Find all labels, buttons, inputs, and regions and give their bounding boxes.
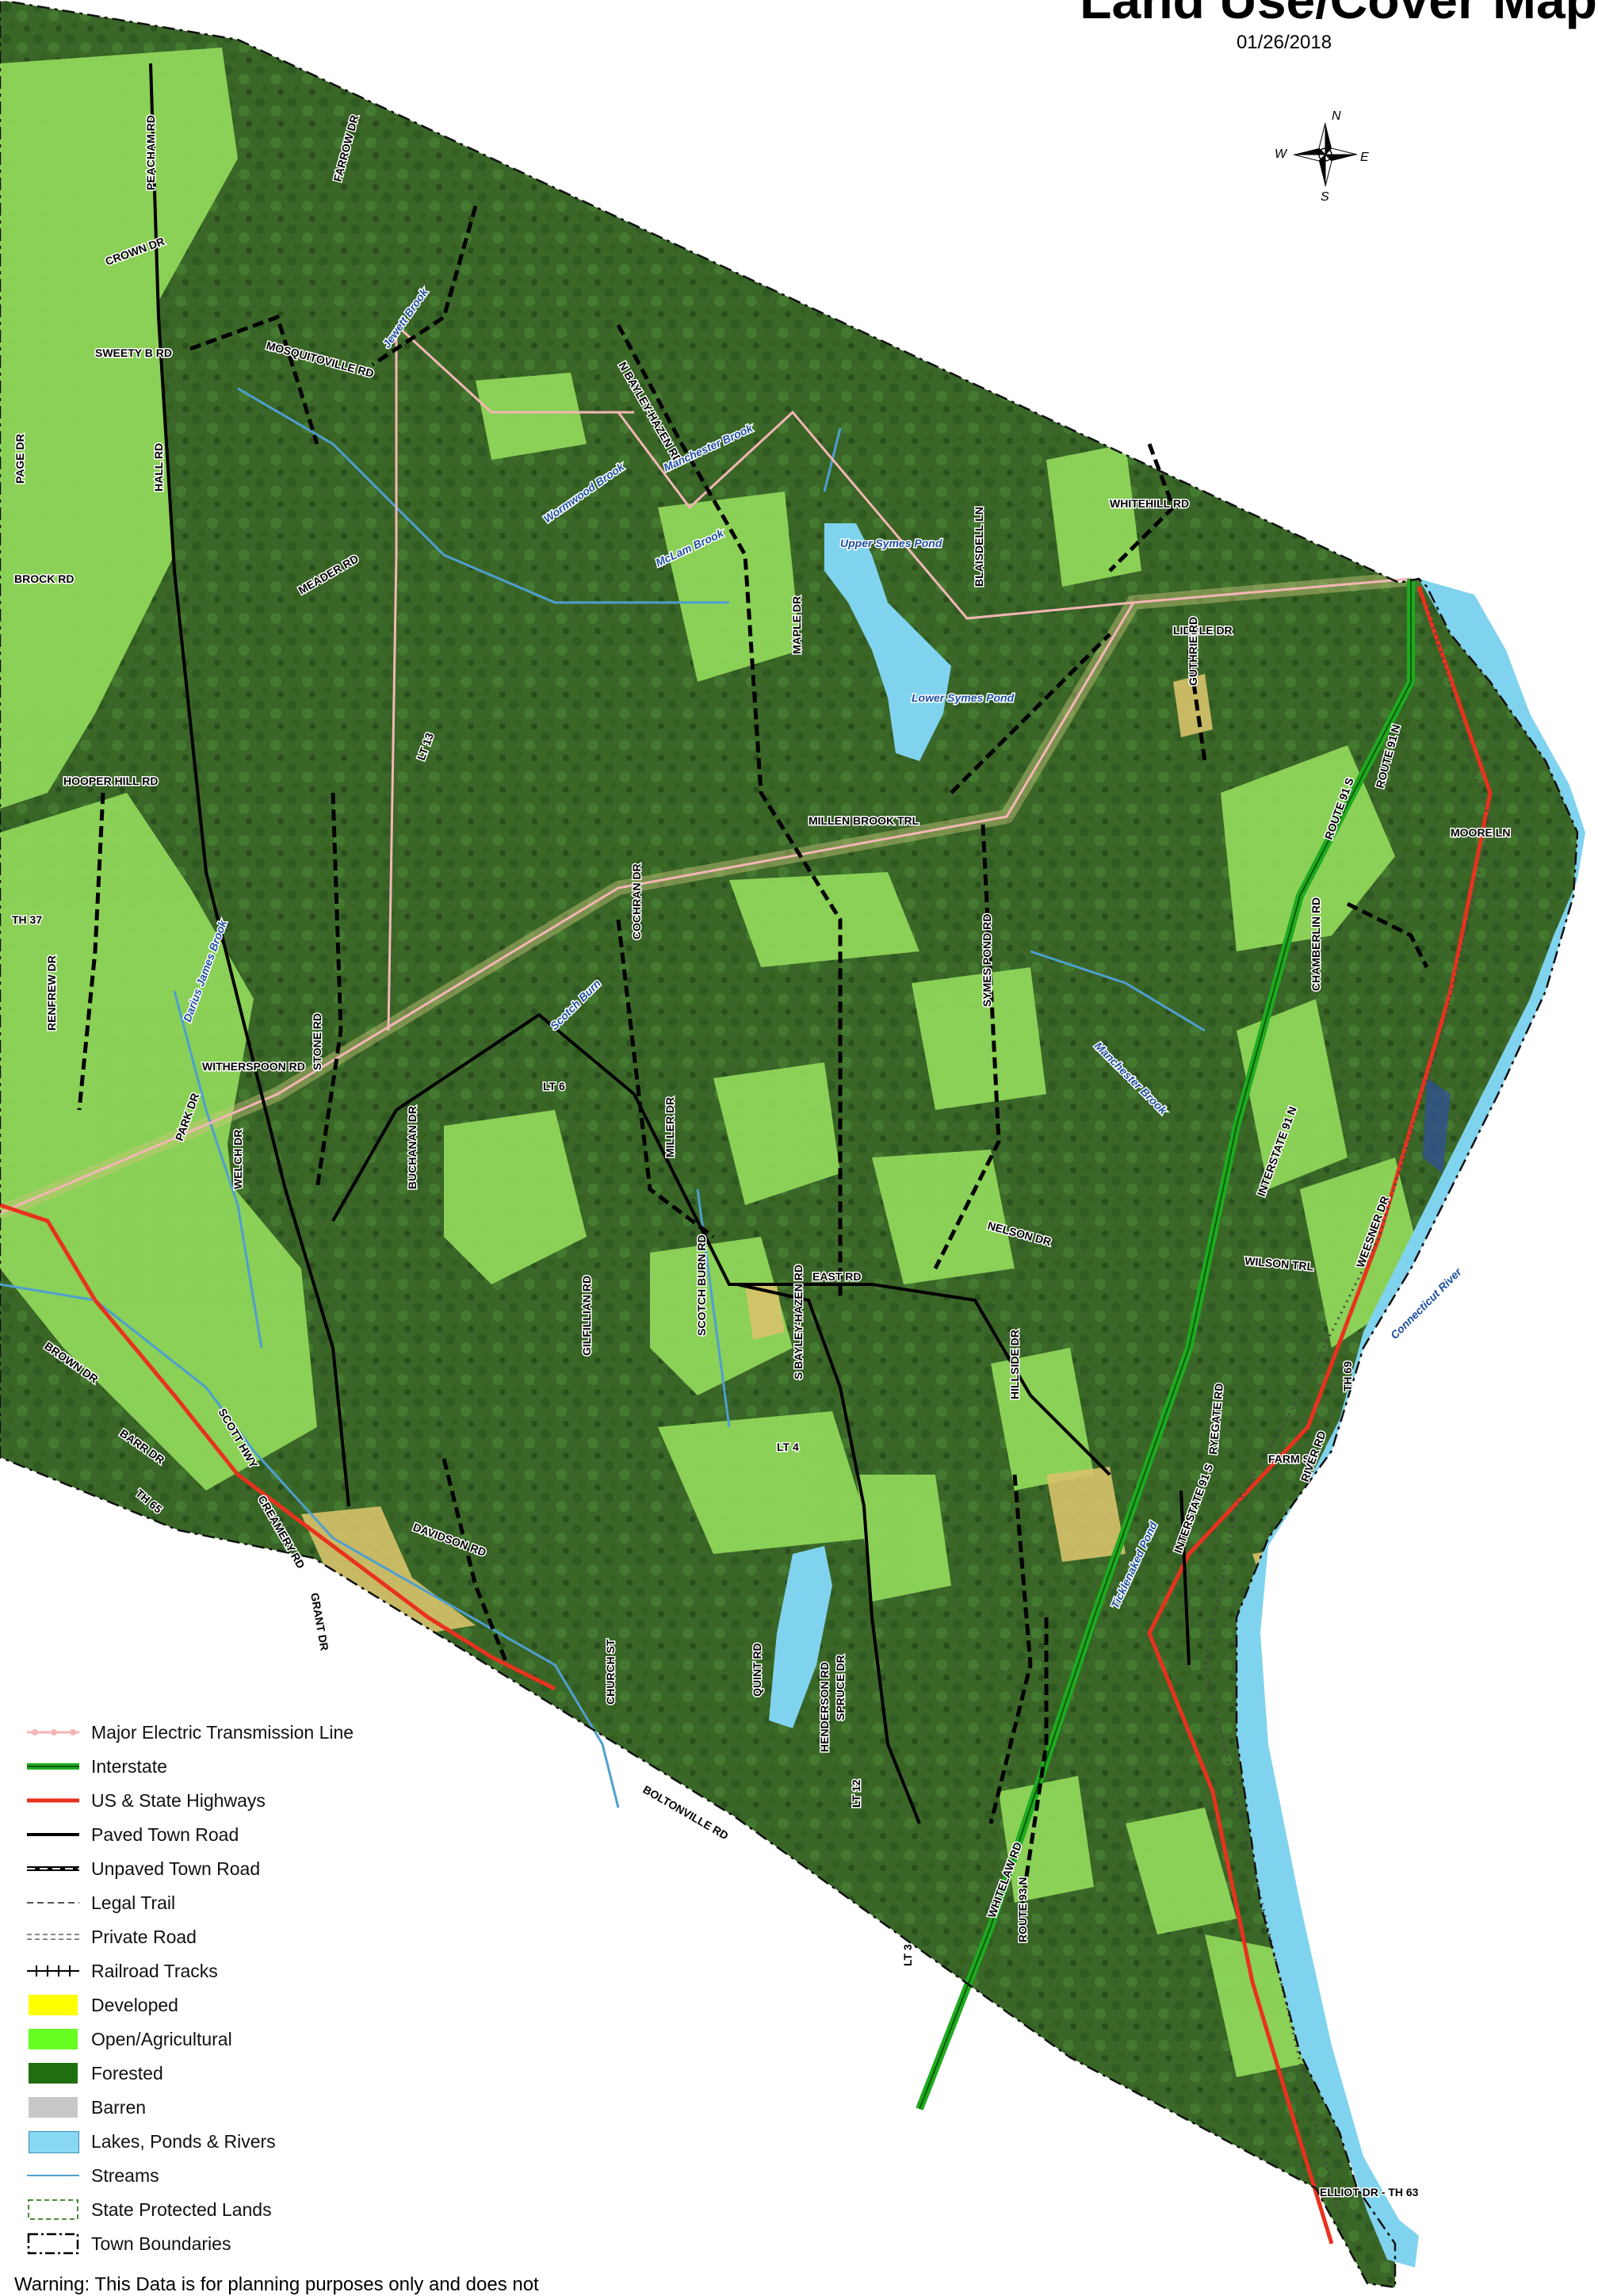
legend-unpaved: Unpaved Town Road <box>27 1858 261 1879</box>
road-label: HOOPER HILL RD <box>63 775 159 787</box>
road-label: Upper Symes Pond <box>840 537 942 549</box>
road-label: COCHRAN DR <box>630 863 643 939</box>
road-label: EAST RD <box>812 1270 861 1283</box>
road-label: HENDERSON RD <box>818 1662 831 1752</box>
road-label: BUCHANAN DR <box>406 1106 419 1189</box>
road-label: GRANT DR <box>308 1592 331 1652</box>
road-label: SWEETY B RD <box>95 346 172 359</box>
road-label: PEACHAM RD <box>144 115 157 190</box>
road-label: ROUTE 93 N <box>1016 1877 1029 1942</box>
road-label: BLAISDELL LN <box>973 507 985 587</box>
legend-developed: Developed <box>24 1993 436 2017</box>
legend-boundary: Town Boundaries <box>24 2232 436 2256</box>
compass-s: S <box>1321 190 1329 204</box>
road-label: LT 1 <box>0 0 22 2</box>
road-label: FARM ST <box>1268 1452 1317 1465</box>
road-label: LT 3 <box>901 1944 914 1966</box>
legend-paved: Paved Town Road <box>27 1824 239 1845</box>
road-label: WITHERSPOON RD <box>202 1060 305 1073</box>
transmission-line <box>0 323 1412 1215</box>
compass-w: W <box>1275 147 1288 161</box>
road-label: MAPLE DR <box>790 596 803 654</box>
road-label: SPRUCE DR <box>834 1655 847 1720</box>
legend-water: Lakes, Ponds & Rivers <box>24 2130 436 2153</box>
legend-interstate: Interstate <box>27 1756 167 1777</box>
road-label: Lower Symes Pond <box>912 691 1015 704</box>
legend-protected: State Protected Lands <box>24 2198 436 2221</box>
disclaimer-text: Warning: This Data is for planning purpo… <box>14 2274 539 2295</box>
map-date: 01/26/2018 <box>1236 32 1332 53</box>
map-title: Land Use/Cover Map <box>1080 0 1597 29</box>
road-label: STONE RD <box>311 1013 323 1070</box>
water-layer <box>769 523 1585 2267</box>
state-highways <box>0 586 1493 2244</box>
road-label: S BAYLEY-HAZEN RD <box>792 1265 805 1380</box>
legend-forested: Forested <box>24 2061 436 2085</box>
compass-n: N <box>1332 109 1341 123</box>
road-label: TH 37 <box>12 913 42 926</box>
road-label: BROCK RD <box>14 572 74 585</box>
legend-legal-trail: Legal Trail <box>27 1892 176 1913</box>
unpaved-roads <box>77 205 1429 1904</box>
road-label: HILLSIDE DR <box>1008 1330 1021 1399</box>
legend-streams: Streams <box>27 2165 159 2186</box>
legend-open: Open/Agricultural <box>24 2027 436 2051</box>
road-label: SYMES POND RD <box>981 914 993 1007</box>
road-label: MOORE LN <box>1451 826 1510 839</box>
compass-e: E <box>1360 151 1369 164</box>
road-label: WELCH DR <box>231 1130 244 1189</box>
interstate-91-center <box>919 579 1412 2110</box>
road-label: WHITEHILL RD <box>1110 497 1189 510</box>
legend-transmission: Major Electric Transmission Line <box>24 1720 436 1744</box>
road-label: SCOTCH BURN RD <box>695 1234 708 1336</box>
road-label: GUTHRIE RD <box>1187 617 1199 686</box>
road-label: MILLER DR <box>663 1097 676 1158</box>
legend-barren: Barren <box>24 2095 436 2119</box>
legend-railroad: Railroad Tracks <box>27 1961 218 1981</box>
road-label: GILFILLIAN RD <box>580 1276 593 1356</box>
paved-roads <box>149 63 1191 1824</box>
road-label: PAGE DR <box>13 434 26 484</box>
road-label: LT 4 <box>777 1441 799 1453</box>
road-label: CHAMBERLIN RD <box>1309 897 1322 991</box>
road-label: HALL RD <box>152 443 165 492</box>
railroad-tracks <box>1203 602 1492 2221</box>
road-label: LT 6 <box>543 1080 565 1093</box>
road-label: MILLEN BROOK TRL <box>809 814 919 827</box>
road-label: ELLIOT DR - TH 63 <box>1320 2186 1419 2198</box>
road-label: LIDDLE DR <box>1173 624 1233 637</box>
road-label: TH 69 <box>1341 1361 1354 1391</box>
road-label: LT 12 <box>850 1779 862 1808</box>
compass-rose-icon: N E S W <box>1275 109 1369 204</box>
legend-private-road: Private Road <box>27 1927 197 1947</box>
road-label: QUINT RD <box>751 1643 763 1697</box>
road-label: CHURCH ST <box>604 1639 617 1705</box>
road-label: RENFREW DR <box>45 955 58 1031</box>
legend-highway: US & State Highways <box>27 1790 266 1811</box>
